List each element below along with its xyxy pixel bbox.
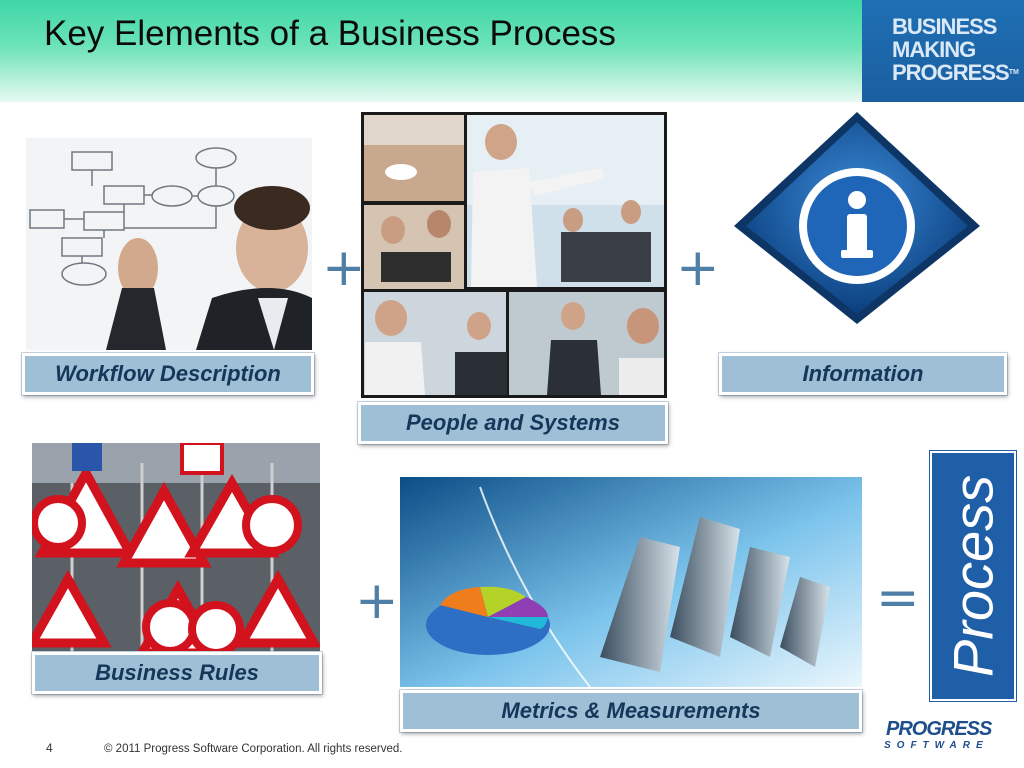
charts-illustration bbox=[400, 477, 862, 687]
process-box: Process bbox=[930, 451, 1016, 701]
label-business-rules: Business Rules bbox=[32, 652, 322, 694]
header-band bbox=[0, 0, 862, 102]
people-photo bbox=[361, 112, 667, 398]
road-signs-illustration bbox=[32, 443, 320, 655]
logo-word: PROGRESS bbox=[886, 718, 992, 740]
brand-line-3: PROGRESSTM bbox=[892, 62, 1019, 84]
information-graphic bbox=[730, 108, 984, 328]
plus-sign-1: + bbox=[322, 238, 366, 298]
equals-sign: = bbox=[876, 568, 920, 628]
info-sign-icon bbox=[734, 112, 980, 324]
label-information: Information bbox=[719, 353, 1007, 395]
progress-software-logo: PROGRESS SOFTWARE bbox=[880, 718, 1000, 758]
workflow-illustration bbox=[26, 138, 312, 350]
label-metrics-and-measurements: Metrics & Measurements bbox=[400, 690, 862, 732]
brand-line-1: BUSINESS bbox=[892, 14, 997, 39]
brand-line-3-text: PROGRESS bbox=[892, 60, 1010, 85]
brand-tm: TM bbox=[1008, 69, 1019, 76]
plus-sign-2: + bbox=[676, 238, 720, 298]
logo-sub: SOFTWARE bbox=[884, 740, 989, 751]
page-number: 4 bbox=[46, 741, 53, 755]
label-workflow-description: Workflow Description bbox=[22, 353, 314, 395]
workflow-photo bbox=[26, 138, 312, 350]
process-label: Process bbox=[941, 474, 1005, 678]
plus-sign-3: + bbox=[355, 571, 399, 631]
copyright-text: © 2011 Progress Software Corporation. Al… bbox=[104, 743, 403, 755]
people-collage-illustration bbox=[361, 112, 667, 398]
metrics-graphic bbox=[400, 477, 862, 687]
label-people-and-systems: People and Systems bbox=[358, 402, 668, 444]
rules-photo bbox=[32, 443, 320, 655]
brand-box: BUSINESS MAKING PROGRESSTM bbox=[862, 0, 1024, 102]
brand-line-2: MAKING bbox=[892, 37, 976, 62]
slide-title: Key Elements of a Business Process bbox=[44, 14, 616, 53]
